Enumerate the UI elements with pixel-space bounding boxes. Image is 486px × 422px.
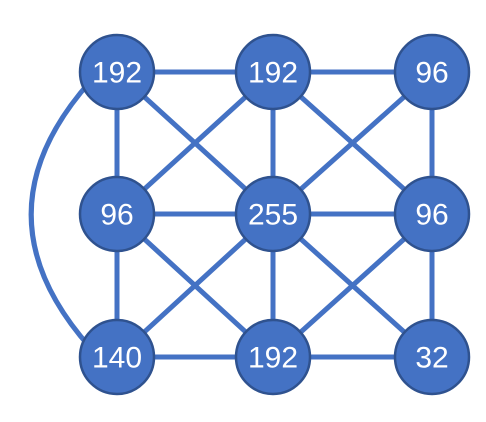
- node-value-label: 140: [92, 342, 142, 375]
- node-r0c1: 192: [234, 33, 312, 111]
- node-circle: [393, 33, 471, 111]
- node-r2c2: 32: [393, 318, 471, 396]
- node-circle: [393, 318, 471, 396]
- node-r2c1: 192: [234, 318, 312, 396]
- node-value-label: 32: [415, 342, 448, 375]
- node-r1c2: 96: [393, 175, 471, 253]
- node-value-label: 192: [248, 342, 298, 375]
- node-value-label: 96: [415, 199, 448, 232]
- nodes-layer: 192 192 96 96 255 96 140 192 32: [78, 33, 471, 396]
- node-circle: [234, 318, 312, 396]
- node-circle: [78, 318, 156, 396]
- edge-r0c0-r2c0: [28, 78, 93, 351]
- node-circle: [234, 33, 312, 111]
- node-value-label: 192: [92, 57, 142, 90]
- node-circle: [78, 33, 156, 111]
- node-r0c2: 96: [393, 33, 471, 111]
- node-value-label: 192: [248, 57, 298, 90]
- node-r2c0: 140: [78, 318, 156, 396]
- node-value-label: 255: [248, 199, 298, 232]
- node-value-label: 96: [100, 199, 133, 232]
- node-r1c1: 255: [234, 175, 312, 253]
- node-r1c0: 96: [78, 175, 156, 253]
- node-circle: [393, 175, 471, 253]
- node-circle: [234, 175, 312, 253]
- node-value-label: 96: [415, 57, 448, 90]
- node-circle: [78, 175, 156, 253]
- node-r0c0: 192: [78, 33, 156, 111]
